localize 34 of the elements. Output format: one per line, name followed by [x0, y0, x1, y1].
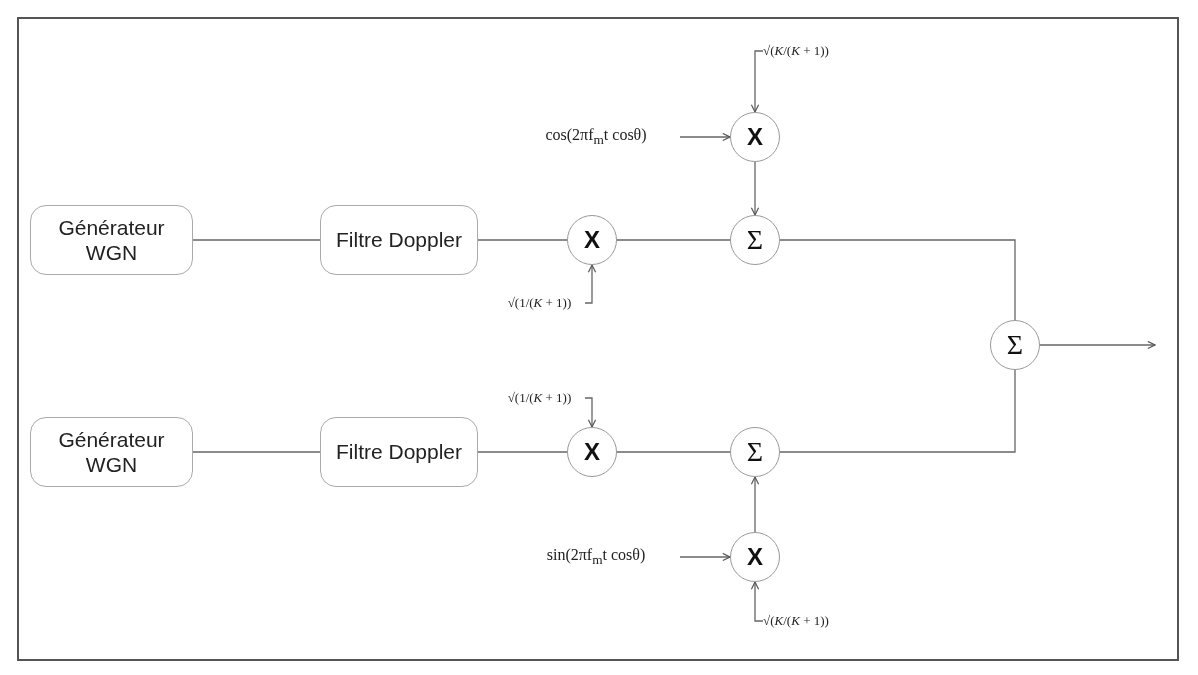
connector-line: [616, 451, 731, 453]
process-box: Filtre Doppler: [320, 417, 478, 487]
gain-label: √(K/(K + 1)): [763, 606, 829, 636]
multiplier-circle: X: [730, 532, 780, 582]
arrow: [679, 132, 731, 142]
signal-label: cos(2πf$_{m}$t cosθ): [512, 124, 680, 150]
connector-line: [779, 239, 1016, 321]
arrow: [750, 476, 760, 533]
arrow: [750, 50, 764, 113]
arrow: [1039, 340, 1156, 350]
process-box: Filtre Doppler: [320, 205, 478, 275]
arrow: [750, 581, 764, 622]
gain-label: √(1/(K + 1)): [494, 288, 585, 318]
arrow: [584, 264, 597, 304]
connector-line: [779, 369, 1016, 453]
process-box: Générateur WGN: [30, 205, 193, 275]
multiplier-circle: X: [567, 215, 617, 265]
gain-label: √(K/(K + 1)): [763, 36, 829, 66]
connector-line: [477, 239, 568, 241]
signal-label: sin(2πf$_{m}$t cosθ): [512, 544, 680, 570]
connector-line: [616, 239, 731, 241]
connector-line: [192, 239, 321, 241]
arrow: [584, 397, 597, 428]
gain-label: √(1/(K + 1)): [494, 383, 585, 413]
process-box: Générateur WGN: [30, 417, 193, 487]
arrow: [750, 161, 760, 216]
summation-circle: Σ: [990, 320, 1040, 370]
summation-circle: Σ: [730, 427, 780, 477]
arrow: [679, 552, 731, 562]
connector-line: [477, 451, 568, 453]
summation-circle: Σ: [730, 215, 780, 265]
multiplier-circle: X: [730, 112, 780, 162]
connector-line: [192, 451, 321, 453]
multiplier-circle: X: [567, 427, 617, 477]
